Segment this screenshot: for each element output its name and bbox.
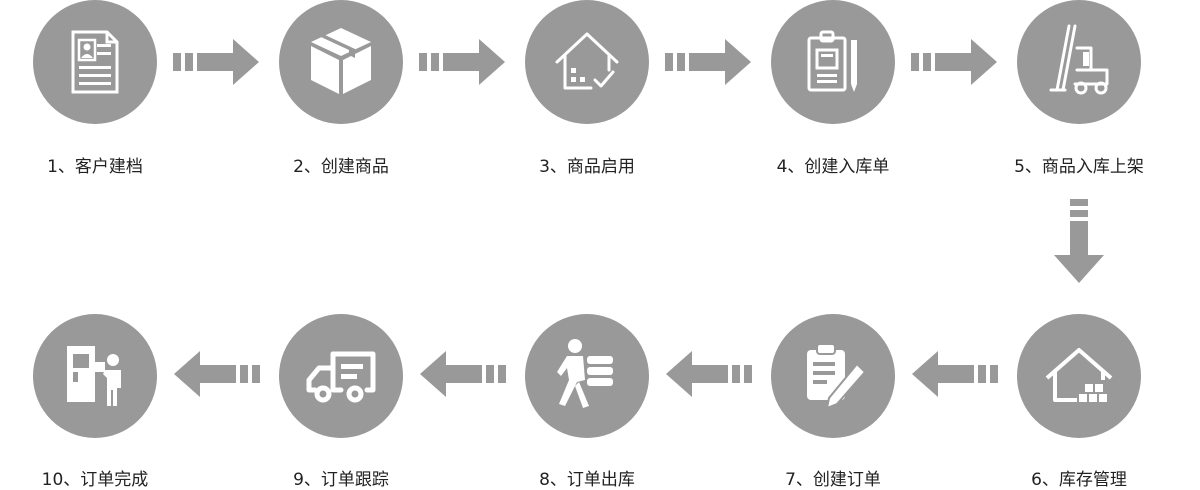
- step-1-circle: [33, 0, 157, 124]
- step-10-circle: [33, 314, 157, 438]
- step-1-customer-file: [33, 0, 157, 124]
- step-4-circle: [771, 0, 895, 124]
- step-5-forklift: [1017, 0, 1141, 124]
- arrow-4-to-5: [911, 39, 997, 85]
- forklift-icon: [1049, 24, 1109, 95]
- step-5-circle: [1017, 0, 1141, 124]
- step-10-order-complete: [33, 314, 157, 438]
- arrow-2-to-3: [419, 39, 505, 85]
- arrow-right-icon: [911, 39, 997, 85]
- arrow-9-to-10: [174, 351, 260, 397]
- step-8-order-outbound: [525, 314, 649, 438]
- arrow-left-icon: [174, 351, 260, 397]
- delivery-complete-icon: [67, 346, 121, 406]
- step-4-inbound-order: [771, 0, 895, 124]
- step-8-label: 8、订单出库: [539, 470, 635, 490]
- arrow-right-icon: [665, 39, 751, 85]
- house-check-icon: [555, 32, 619, 90]
- arrow-left-icon: [666, 351, 752, 397]
- arrow-right-icon: [173, 39, 259, 85]
- step-3-label: 3、商品启用: [539, 157, 635, 177]
- step-9-order-tracking: [279, 314, 403, 438]
- step-7-create-order: [771, 314, 895, 438]
- step-6-circle: [1017, 314, 1141, 438]
- step-10-label: 10、订单完成: [41, 470, 149, 490]
- arrow-8-to-9: [420, 351, 506, 397]
- order-pencil-icon: [807, 343, 867, 410]
- step-5-label: 5、商品入库上架: [1014, 157, 1144, 177]
- step-7-circle: [771, 314, 895, 438]
- arrow-7-to-8: [666, 351, 752, 397]
- step-9-label: 9、订单跟踪: [293, 470, 389, 490]
- step-3-house-check: [525, 0, 649, 124]
- warehouse-icon: [1045, 348, 1113, 402]
- step-9-circle: [279, 314, 403, 438]
- arrow-right-icon: [419, 39, 505, 85]
- step-2-circle: [279, 0, 403, 124]
- delivery-truck-icon: [306, 351, 376, 403]
- arrow-left-icon: [420, 351, 506, 397]
- step-6-inventory: [1017, 314, 1141, 438]
- arrow-5-to-6: [1054, 199, 1104, 285]
- step-2-label: 2、创建商品: [293, 157, 389, 177]
- step-7-label: 7、创建订单: [785, 470, 881, 490]
- arrow-left-icon: [912, 351, 998, 397]
- step-4-label: 4、创建入库单: [776, 157, 890, 177]
- arrow-1-to-2: [173, 39, 259, 85]
- customer-file-icon: [71, 30, 119, 94]
- arrow-down-icon: [1054, 199, 1104, 283]
- clipboard-pencil-icon: [807, 30, 857, 92]
- step-6-label: 6、库存管理: [1031, 470, 1127, 490]
- step-3-circle: [525, 0, 649, 124]
- arrow-3-to-4: [665, 39, 751, 85]
- product-box-icon: [311, 28, 371, 94]
- step-8-circle: [525, 314, 649, 438]
- arrow-6-to-7: [912, 351, 998, 397]
- step-2-product-box: [279, 0, 403, 124]
- worker-carry-icon: [557, 339, 613, 408]
- step-1-label: 1、客户建档: [47, 157, 143, 177]
